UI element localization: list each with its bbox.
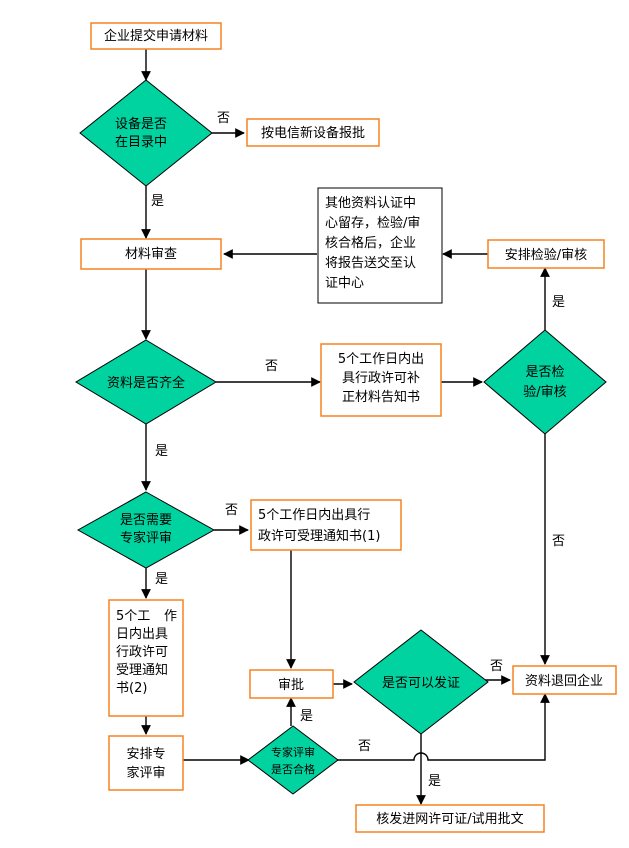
node-accept2-line5: 书(2) <box>116 681 147 696</box>
node-note-line5: 证中心 <box>325 276 364 291</box>
node-can-issue-label: 是否可以发证 <box>382 675 460 691</box>
label-complete-yes: 是 <box>155 444 168 459</box>
label-pass-no: 否 <box>358 739 371 754</box>
node-accept1-line1: 5个工作日内出具行 <box>258 507 370 523</box>
edge-pass-to-return <box>336 693 550 761</box>
node-accept2-line1a: 5个工 <box>116 609 150 624</box>
node-need-expert: 是否需要 专家评审 <box>76 491 216 569</box>
node-note-line2: 心留存，检验/审 <box>325 215 420 231</box>
node-need-expert-line2: 专家评审 <box>120 530 172 546</box>
node-review: 材料审查 <box>80 238 222 270</box>
edge-labels: 否 是 是 否 是 否 否 是 否 是 否 是 <box>151 111 565 789</box>
node-return: 资料退回企业 <box>512 665 617 695</box>
label-complete-no: 否 <box>265 359 278 374</box>
label-catalog-no: 否 <box>217 111 230 126</box>
node-review-label: 材料审查 <box>125 247 177 262</box>
node-arrange-expert-line1: 安排专 <box>126 747 165 762</box>
node-in-catalog: 设备是否 在目录中 <box>79 79 213 187</box>
node-supplement-line3: 正材料告知书 <box>342 389 420 405</box>
label-expert-no: 否 <box>225 503 238 518</box>
node-need-test-line1: 是否检 <box>525 365 564 380</box>
node-expert-pass-line1: 专家评审 <box>271 745 315 759</box>
node-arrange-expert-line2: 家评审 <box>126 765 165 781</box>
node-accept2-line4: 受理通知 <box>116 662 168 678</box>
label-test-yes: 是 <box>552 295 565 310</box>
node-arrange-test-label: 安排检验/审核 <box>505 247 587 263</box>
node-accept2-line1b: 作 <box>164 609 177 624</box>
node-note-line4: 将报告送交至认 <box>325 255 416 271</box>
edges <box>141 49 550 805</box>
node-expert-pass: 专家评审 是否合格 <box>247 725 339 795</box>
node-note-line3: 核合格后，企业 <box>325 235 416 251</box>
node-submit-label: 企业提交申请材料 <box>104 28 208 44</box>
node-arrange-test: 安排检验/审核 <box>487 239 605 269</box>
node-new-device-label: 按电信新设备报批 <box>261 125 365 141</box>
node-in-catalog-line1: 设备是否 <box>115 116 167 132</box>
node-new-device: 按电信新设备报批 <box>246 118 380 147</box>
node-accept2-line2: 日内出具 <box>116 626 168 642</box>
node-accept2: 5个工 作 日内出具 行政许可 受理通知 书(2) <box>108 599 184 717</box>
node-accept1: 5个工作日内出具行 政许可受理通知书(1) <box>250 499 402 551</box>
node-note-line1: 其他资料认证中 <box>325 196 416 211</box>
node-approve-label: 审批 <box>278 678 304 693</box>
node-return-label: 资料退回企业 <box>525 673 603 689</box>
node-need-expert-line1: 是否需要 <box>120 513 172 528</box>
node-arrange-expert: 安排专 家评审 <box>108 735 184 791</box>
node-in-catalog-line2: 在目录中 <box>115 135 167 150</box>
node-supplement-line1: 5个工作日内出 <box>338 351 424 367</box>
node-complete-label: 资料是否齐全 <box>107 375 185 391</box>
node-note: 其他资料认证中 心留存，检验/审 核合格后，企业 将报告送交至认 证中心 <box>317 187 443 304</box>
node-approve: 审批 <box>249 669 334 699</box>
node-need-test: 是否检 验/审核 <box>483 329 607 435</box>
label-expert-yes: 是 <box>155 572 168 587</box>
label-catalog-yes: 是 <box>151 194 164 209</box>
node-expert-pass-line2: 是否合格 <box>271 762 315 776</box>
node-need-test-line2: 验/审核 <box>523 384 566 400</box>
node-accept2-line3: 行政许可 <box>116 645 168 660</box>
label-pass-yes: 是 <box>300 709 313 724</box>
node-issue: 核发进网许可证/试用批文 <box>355 804 545 833</box>
node-issue-label: 核发进网许可证/试用批文 <box>376 811 523 827</box>
node-accept1-line2: 政许可受理通知书(1) <box>258 528 380 544</box>
node-supplement-line2: 具行政许可补 <box>342 371 420 386</box>
node-complete: 资料是否齐全 <box>75 339 217 425</box>
label-test-no: 否 <box>552 534 565 549</box>
label-issue-no: 否 <box>490 659 503 674</box>
node-can-issue: 是否可以发证 <box>353 629 489 735</box>
node-submit: 企业提交申请材料 <box>90 22 222 50</box>
node-supplement: 5个工作日内出 具行政许可补 正材料告知书 <box>320 343 442 417</box>
label-issue-yes: 是 <box>428 774 441 789</box>
